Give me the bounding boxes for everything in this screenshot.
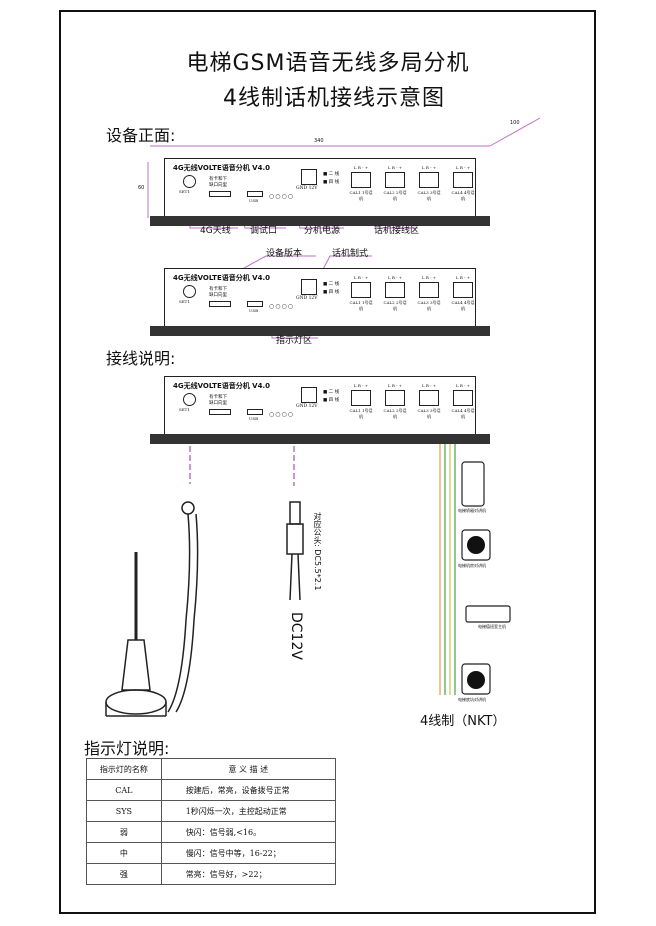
usb-label: USB xyxy=(249,198,259,203)
table-row: 强常亮：信号好，>22； xyxy=(86,863,337,885)
dc-label: DC12V xyxy=(288,612,304,660)
device-model: 4G无线VOLTE语音分机 V4.0 xyxy=(173,164,270,172)
plug-note: 对应公头: DC5.5*2.1 xyxy=(313,512,322,591)
led-indicators: ○○○○ xyxy=(269,411,294,418)
sim-note: 有卡和下缺口向里 xyxy=(209,177,227,188)
page-frame xyxy=(59,10,596,914)
knob-icon xyxy=(183,285,196,298)
table-header-row: 指示灯的名称 意 义 描 述 xyxy=(86,758,337,780)
dim-height: 60 xyxy=(138,185,145,191)
callout-phone-zone: 话机接线区 xyxy=(374,226,420,236)
table-row: 中慢闪：信号中等，16-22； xyxy=(86,842,337,864)
callout-antenna: 4G天线 xyxy=(200,226,231,236)
phone-4-label: 电梯底坑对讲机 xyxy=(458,697,486,702)
terminal-cal4: L R - +CAL4 4号话机 xyxy=(451,165,475,201)
power-jack-icon xyxy=(301,387,317,403)
device-front-view: 4G无线VOLTE语音分机 V4.0 SET1 有卡和下缺口向里 USB ○○○… xyxy=(150,158,490,232)
knob-icon xyxy=(183,393,196,406)
power-jack-icon xyxy=(301,279,317,295)
terminal-cal2: L R - +CAL2 2号话机 xyxy=(383,165,407,201)
power-jack-icon xyxy=(301,169,317,185)
mode-selector: ■ 二 线■ 四 线 xyxy=(323,172,340,185)
callout-debug: 调试口 xyxy=(250,226,278,236)
table-row: 弱快闪：信号弱,<16。 xyxy=(86,821,337,843)
callout-phone-mode: 话机制式 xyxy=(332,249,369,259)
dim-width: 340 xyxy=(314,138,324,144)
callout-power: 分机电源 xyxy=(304,226,341,236)
section-front: 设备正面: xyxy=(106,126,176,145)
phone-2-label: 电梯机房对讲机 xyxy=(458,563,486,568)
terminal-cal3: L R - +CAL3 3号话机 xyxy=(417,165,441,201)
callout-led-zone: 指示灯区 xyxy=(276,336,313,346)
knob-label: SET1 xyxy=(179,189,190,194)
led-indicators: ○○○○ xyxy=(269,193,294,200)
phone-1-label: 电梯轿厢对讲机 xyxy=(458,508,486,513)
page-title: 电梯GSM语音无线多局分机 xyxy=(186,51,470,76)
dim-depth: 100 xyxy=(510,120,520,126)
table-header: 指示灯的名称 xyxy=(86,758,162,780)
phone-3-label: 电梯值班室主机 xyxy=(478,624,506,629)
table-header: 意 义 描 述 xyxy=(160,758,337,780)
device-view-2: 4G无线VOLTE语音分机 V4.0 SET1 有卡和下缺口向里 USB ○○○… xyxy=(150,268,490,342)
sim-slot xyxy=(209,191,231,197)
terminal-cal1: L R - +CAL1 1号话机 xyxy=(349,165,373,201)
section-wiring: 接线说明: xyxy=(106,349,176,368)
nkt-mode-label: 4线制（NKT） xyxy=(420,714,506,729)
knob-icon xyxy=(183,175,196,188)
section-indicator: 指示灯说明: xyxy=(84,739,170,758)
led-indicators: ○○○○ xyxy=(269,303,294,310)
page-subtitle: 4线制话机接线示意图 xyxy=(223,86,445,111)
device-wiring-view: 4G无线VOLTE语音分机 V4.0 SET1 有卡和下缺口向里 USB ○○○… xyxy=(150,376,490,450)
callout-version: 设备版本 xyxy=(266,249,303,259)
usb-port xyxy=(247,191,263,197)
power-label: GND 12V xyxy=(296,186,318,191)
